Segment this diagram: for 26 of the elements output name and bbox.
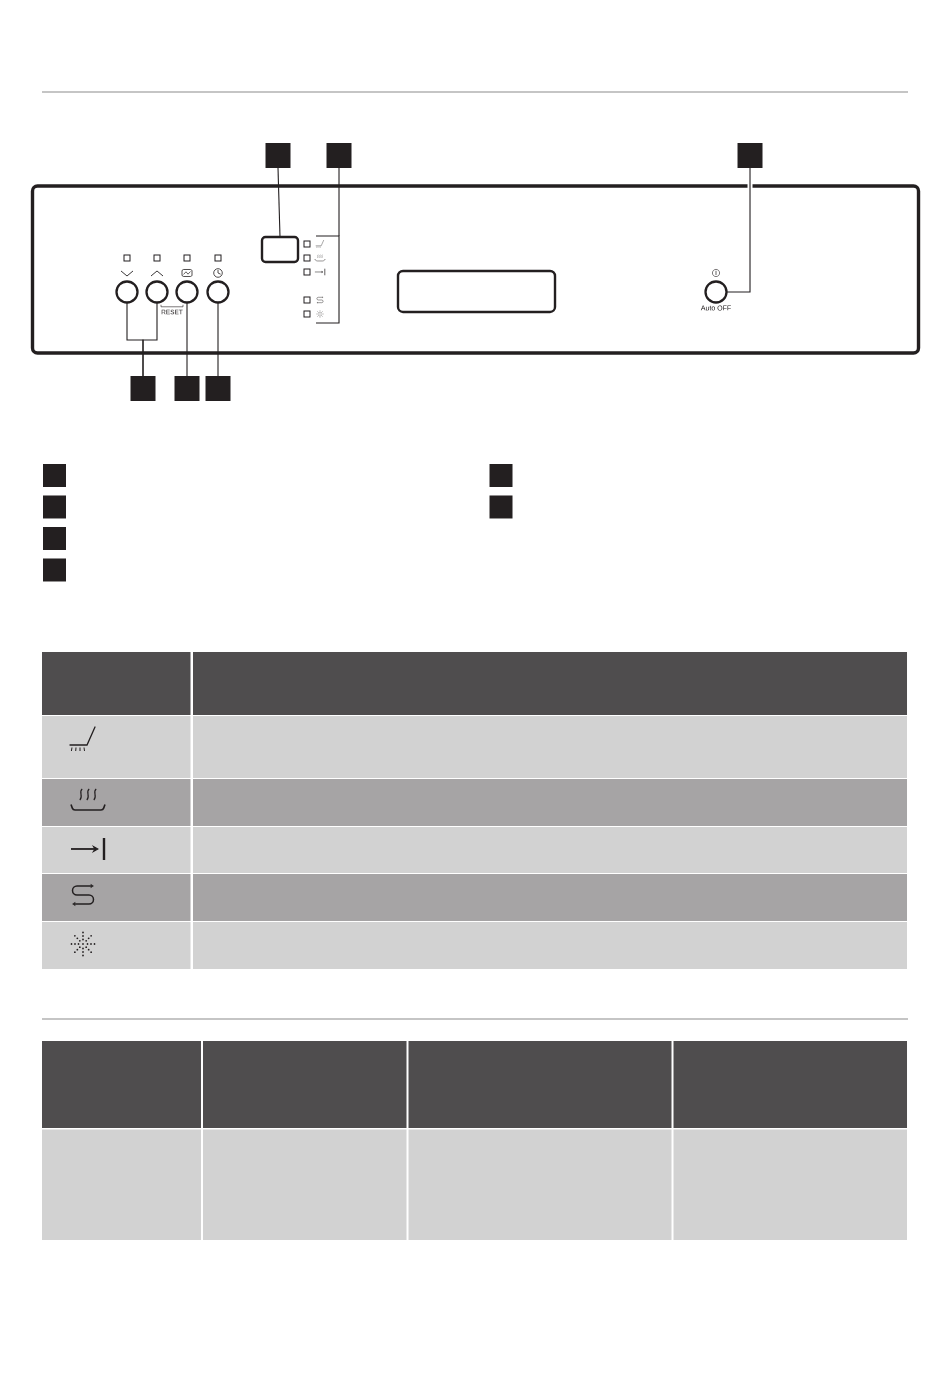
key-box — [43, 527, 66, 550]
key-box — [43, 495, 66, 519]
key-box — [43, 558, 66, 582]
display-window — [396, 269, 557, 314]
leader-line — [142, 301, 158, 377]
callout-box — [130, 376, 156, 401]
key-box — [489, 495, 513, 519]
display-window — [260, 235, 300, 264]
leader-line — [277, 167, 281, 238]
push-button — [206, 280, 230, 304]
callout-box — [326, 143, 352, 168]
callout-box — [737, 143, 763, 168]
callout-box — [205, 376, 231, 401]
push-button — [145, 280, 169, 304]
leader-line — [217, 301, 219, 377]
key-box — [43, 464, 66, 487]
leader-line — [338, 167, 340, 237]
control-panel — [30, 184, 921, 355]
callout-box — [265, 143, 291, 168]
callout-box — [174, 376, 200, 401]
push-button — [175, 280, 199, 304]
leader-line — [186, 301, 188, 377]
push-button — [115, 280, 139, 304]
leader-line — [725, 167, 753, 295]
power-button — [704, 280, 728, 304]
key-box — [489, 464, 513, 487]
